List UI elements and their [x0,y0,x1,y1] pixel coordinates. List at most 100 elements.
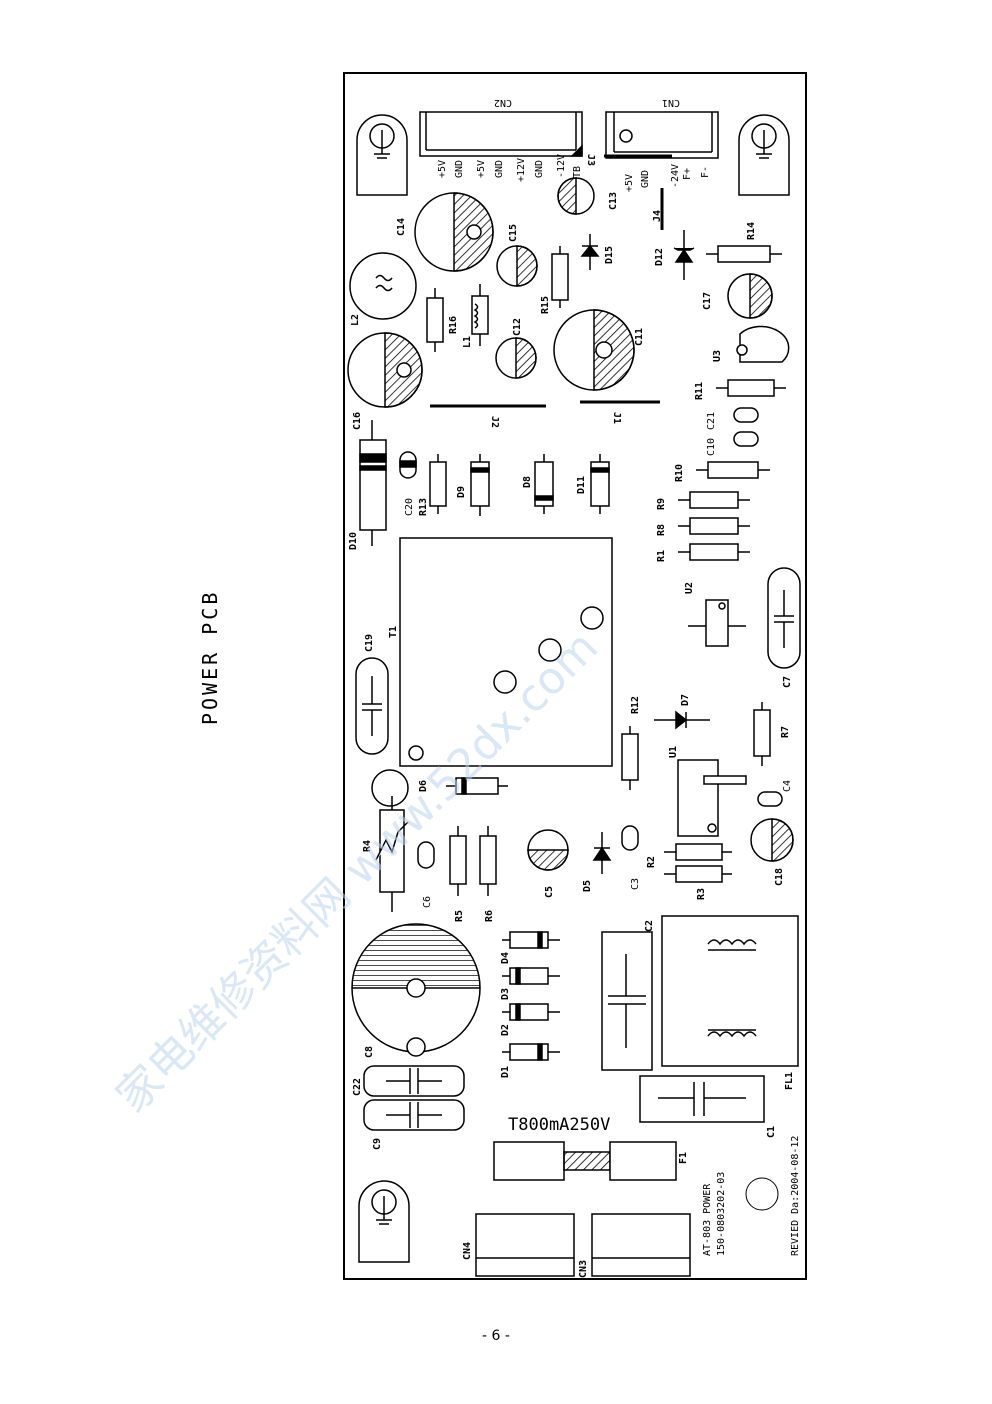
diode-d11 [590,454,610,514]
capacitor-c9 [363,1099,465,1131]
svg-text:-24V: -24V [670,164,681,188]
svg-text:C7: C7 [782,676,793,688]
diode-d8 [534,454,554,514]
pcb-board-diagram: CN2 +5V GND +5V GND +12V GND -12V TB J3 … [343,72,807,1280]
svg-text:C14: C14 [396,218,407,236]
ground-mount-top-left-icon [356,114,408,196]
capacitor-c18 [750,818,794,862]
svg-text:J2: J2 [489,416,500,428]
fiducial-mark [745,1177,779,1211]
connector-cn1 [605,111,719,159]
svg-text:L1: L1 [462,336,473,348]
board-outline [343,72,807,1280]
board-model: AT-803 POWER [702,1183,713,1256]
diode-d3 [502,967,560,985]
diode-d4 [502,931,560,949]
capacitor-c13 [557,177,595,215]
capacitor-c2 [601,931,653,1071]
svg-text:L2: L2 [350,314,361,326]
resistor-r9 [678,491,750,509]
svg-text:R7: R7 [780,726,791,738]
page-number: - 6 - [482,1328,510,1344]
ic-u2 [688,599,746,647]
svg-text:D10: D10 [348,532,359,550]
diode-d10 [359,420,387,546]
regulator-u3 [736,325,790,363]
capacitor-c4 [757,791,783,807]
resistor-r16 [426,288,444,352]
resistor-r3 [664,865,732,883]
svg-text:D15: D15 [604,246,615,264]
inductor-l2 [349,252,417,320]
capacitor-c17 [727,273,773,319]
svg-text:D5: D5 [582,880,593,892]
diode-d15 [580,234,600,270]
svg-text:R16: R16 [448,316,459,334]
svg-text:GND: GND [534,160,545,178]
capacitor-c21 [733,407,759,423]
svg-text:R6: R6 [484,910,495,922]
svg-text:+12V: +12V [516,158,527,182]
diode-d1 [502,1043,560,1061]
svg-text:CN4: CN4 [462,1242,473,1260]
capacitor-c7 [767,567,801,669]
resistor-r8 [678,517,750,535]
svg-text:D11: D11 [576,476,587,494]
svg-text:D2: D2 [500,1024,511,1036]
capacitor-c1 [639,1075,765,1123]
diode-d2 [502,1003,560,1021]
resistor-r14 [706,245,782,263]
diode-d5 [592,832,612,874]
svg-text:U1: U1 [668,746,679,758]
resistor-r12 [621,726,639,790]
diode-d12 [673,230,695,280]
capacitor-c3 [621,825,639,851]
svg-text:R13: R13 [418,498,429,516]
page-title: POWER PCB [198,590,222,725]
svg-text:D9: D9 [456,486,467,498]
svg-text:R9: R9 [656,498,667,510]
capacitor-c19 [355,657,389,755]
capacitor-c20 [399,451,417,479]
svg-text:C19: C19 [364,634,375,652]
svg-text:C13: C13 [608,192,619,210]
capacitor-c10 [733,431,759,447]
cn2-pin-labels: +5V GND +5V GND +12V GND -12V TB [437,154,583,182]
svg-text:J1: J1 [611,412,622,424]
svg-text:D6: D6 [418,780,429,792]
svg-text:R8: R8 [656,524,667,536]
svg-text:C21: C21 [706,412,717,430]
svg-text:R11: R11 [694,382,705,400]
capacitor-c16 [347,332,423,408]
page-title-text: POWER PCB [198,590,222,725]
resistor-r5 [449,826,467,896]
svg-text:+5V: +5V [437,160,448,178]
svg-text:CN3: CN3 [578,1260,589,1278]
resistor-r13 [429,454,447,514]
svg-text:R5: R5 [454,910,465,922]
board-revision: REVIED Da:2004-08-12 [790,1136,801,1256]
svg-text:R10: R10 [674,464,685,482]
svg-text:C20: C20 [404,498,415,516]
capacitor-c14 [414,192,494,272]
board-part-number: 150-0803202-03 [716,1172,727,1256]
resistor-r10 [696,461,770,479]
resistor-r6 [479,826,497,896]
resistor-r11 [716,379,786,397]
thermistor-r4 [371,769,409,912]
svg-text:C16: C16 [352,412,363,430]
resistor-r1 [678,543,750,561]
svg-text:C9: C9 [372,1138,383,1150]
svg-text:C4: C4 [782,780,793,792]
ic-u1 [677,759,747,837]
svg-text:R3: R3 [696,888,707,900]
capacitor-c6 [417,841,435,869]
svg-text:C12: C12 [512,318,523,336]
ground-mount-bottom-left-icon [358,1180,410,1263]
svg-text:+5V: +5V [476,160,487,178]
capacitor-c15 [496,245,538,287]
svg-text:C18: C18 [774,868,785,886]
svg-text:R14: R14 [746,222,757,240]
capacitor-c11 [553,309,635,391]
diode-d6 [446,777,508,795]
